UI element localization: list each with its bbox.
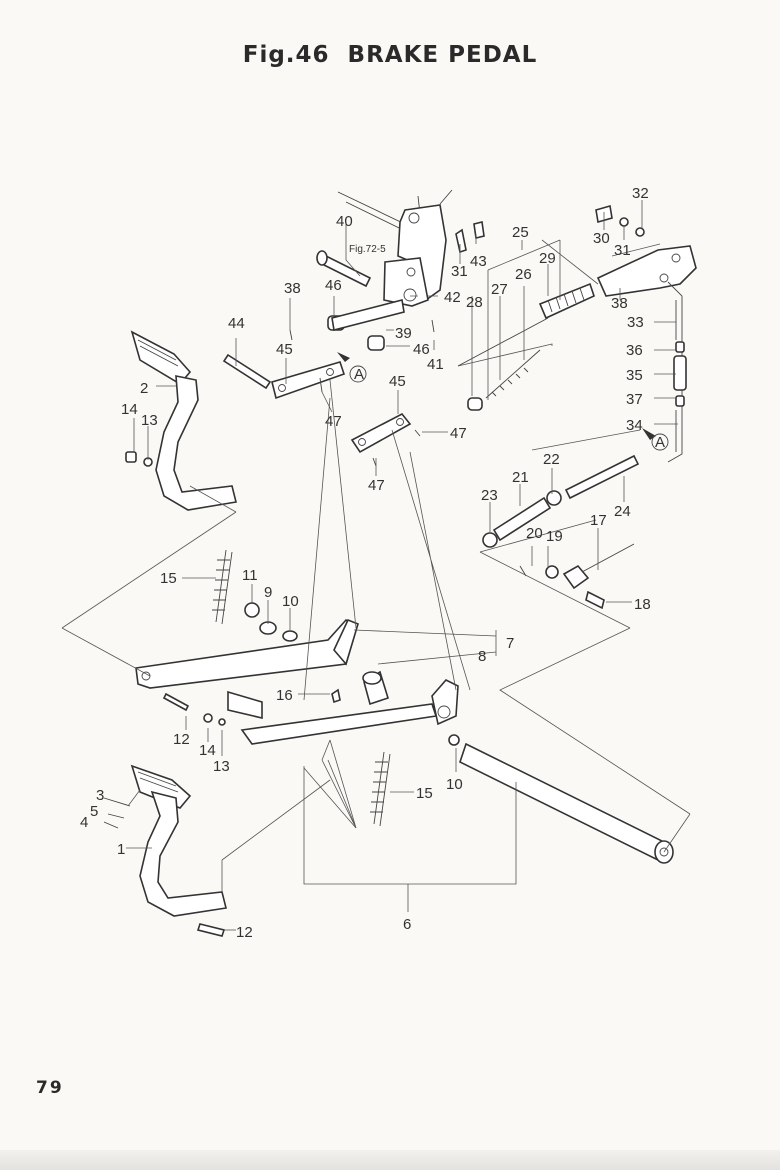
return-springs: [212, 549, 391, 827]
callout-27: 27: [491, 281, 508, 298]
callout-8: 8: [478, 648, 486, 665]
callout-45b: 45: [389, 373, 406, 390]
callout-1: 1: [117, 841, 125, 858]
callout-26: 26: [515, 266, 532, 283]
marker-label: A: [655, 434, 665, 451]
page-number: 79: [36, 1078, 64, 1098]
view-marker-a-right: A: [642, 428, 669, 451]
scan-bottom-edge: [0, 1150, 780, 1170]
callout-29: 29: [539, 250, 556, 267]
callout-37: 37: [626, 391, 643, 408]
callout-2: 2: [140, 380, 148, 397]
callout-31b: 31: [614, 242, 631, 259]
callout-33: 33: [627, 314, 644, 331]
callout-19: 19: [546, 528, 563, 545]
callout-42: 42: [444, 289, 461, 306]
view-marker-a-left: A: [337, 352, 367, 383]
callout-22: 22: [543, 451, 560, 468]
callout-40: 40: [336, 213, 353, 230]
callout-47b: 47: [450, 425, 467, 442]
callout-30: 30: [593, 230, 610, 247]
callout-39: 39: [395, 325, 412, 342]
callout-17: 17: [590, 512, 607, 529]
callout-43: 43: [470, 253, 487, 270]
right-rod-assembly: [482, 454, 640, 610]
chassis-frame: [337, 189, 453, 307]
callout-32: 32: [632, 185, 649, 202]
marker-label: A: [354, 366, 364, 383]
callout-15b: 15: [416, 785, 433, 802]
callout-21: 21: [512, 469, 529, 486]
callout-15a: 15: [160, 570, 177, 587]
callout-20: 20: [526, 525, 543, 542]
figure-reference: Fig.72-5: [349, 244, 386, 255]
brake-pedal-lower: [103, 764, 227, 937]
callout-14b: 14: [199, 742, 216, 759]
cross-shaft-assembly: [135, 618, 674, 864]
callout-9: 9: [264, 584, 272, 601]
callout-38a: 38: [284, 280, 301, 297]
callout-28: 28: [466, 294, 483, 311]
callout-5: 5: [90, 803, 98, 820]
callout-46b: 46: [413, 341, 430, 358]
callout-14a: 14: [121, 401, 138, 418]
callout-10b: 10: [446, 776, 463, 793]
callout-23: 23: [481, 487, 498, 504]
callout-18: 18: [634, 596, 651, 613]
callout-13b: 13: [213, 758, 230, 775]
callout-3: 3: [96, 787, 104, 804]
callout-25: 25: [512, 224, 529, 241]
callout-10a: 10: [282, 593, 299, 610]
callout-35: 35: [626, 367, 643, 384]
callout-41: 41: [427, 356, 444, 373]
callout-46a: 46: [325, 277, 342, 294]
callout-numbers: 1 2 3 4 5 6 7 8 9 10 10 11 12 12 13 13 1…: [80, 185, 651, 941]
upper-linkage-pins: [222, 221, 485, 467]
callout-24: 24: [614, 503, 631, 520]
callout-leaders: [126, 200, 678, 931]
assembly-reference-lines: [61, 239, 691, 892]
callout-11: 11: [242, 567, 258, 584]
callout-12b: 12: [236, 924, 253, 941]
callout-13a: 13: [141, 412, 158, 429]
callout-47c: 47: [368, 477, 385, 494]
upper-right-linkage: [457, 204, 697, 463]
washers-and-bolts: [162, 602, 298, 726]
callout-47a: 47: [325, 413, 342, 430]
callout-38b: 38: [611, 295, 628, 312]
figure-number: Fig.46: [242, 42, 330, 68]
callout-4: 4: [80, 814, 88, 831]
callout-31a: 31: [451, 263, 468, 280]
figure-title: Fig.46 BRAKE PEDAL: [0, 42, 780, 68]
callout-7: 7: [506, 635, 514, 652]
callout-16: 16: [276, 687, 293, 704]
callout-36: 36: [626, 342, 643, 359]
callout-44: 44: [228, 315, 245, 332]
callout-34: 34: [626, 417, 643, 434]
callout-12a: 12: [173, 731, 190, 748]
figure-name: BRAKE PEDAL: [347, 42, 538, 68]
callout-45a: 45: [276, 341, 293, 358]
callout-6: 6: [403, 916, 411, 933]
